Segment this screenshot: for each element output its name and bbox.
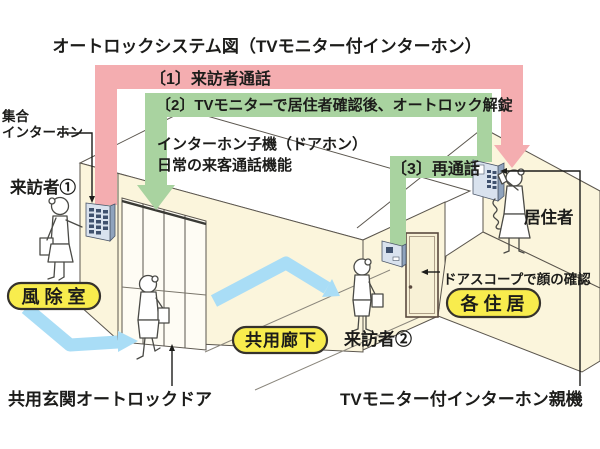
door-scope-label: ドアスコープで顔の確認 — [443, 271, 591, 287]
master-intercom-buttons — [487, 170, 497, 189]
corridor-pill: 共用廊下 — [231, 325, 329, 355]
collective-intercom-device — [85, 202, 116, 242]
residence-label: 各住居 — [460, 293, 530, 314]
residence-pill: 各住居 — [445, 287, 542, 319]
call-path-band — [95, 65, 530, 205]
entrance-door-label: 共用玄関オートロックドア — [8, 389, 212, 409]
collective-intercom-buttons — [89, 208, 108, 235]
resident-figure — [497, 168, 531, 254]
visitor2-figure — [352, 258, 384, 332]
diagram-title: オートロックシステム図（TVモニター付インターホン） — [52, 36, 481, 56]
monitor-screen — [475, 164, 485, 175]
path-arrow-entrance — [21, 303, 138, 352]
corridor-label: 共用廊下 — [245, 330, 317, 350]
door-knob — [408, 285, 413, 289]
collective-intercom-label-line2: インターホン — [2, 125, 83, 140]
autolock-door — [121, 197, 207, 351]
entrance-building — [78, 109, 472, 353]
door-unit-note-line2: 日常の来客通話機能 — [157, 156, 292, 174]
master-unit-label: TVモニター付インターホン親機 — [340, 389, 583, 409]
unlock-path-band — [137, 93, 492, 210]
retalk-path-band — [390, 156, 478, 248]
door-transom — [121, 199, 207, 226]
door-scope-leader — [421, 269, 440, 275]
resident-label: 居住者 — [524, 207, 574, 227]
apartment-door — [405, 232, 439, 318]
windbreak-room-label: 風除室 — [22, 286, 91, 307]
corridor-edge-near — [254, 307, 441, 391]
walking-visitor-figure — [136, 274, 170, 360]
step2-label: 〔2〕TVモニターで居住者確認後、オートロック解錠 — [156, 96, 513, 114]
collective-intercom-label-line1: 集合 — [1, 108, 29, 124]
path-arrow-corridor — [210, 256, 340, 307]
visitor1-figure — [39, 196, 83, 281]
visitor1-label: 来訪者① — [9, 177, 77, 197]
windbreak-room-pill: 風除室 — [6, 281, 102, 311]
visitor2-label: 来訪者② — [343, 329, 412, 349]
unit-backright-wall — [482, 127, 600, 289]
step3-label: 〔3〕再通話 — [391, 159, 480, 178]
door-midrail — [121, 286, 207, 296]
step1-label: 〔1〕来訪者通話 — [150, 69, 271, 88]
handset — [497, 171, 508, 185]
door-unit-note-line1: インターホン子機（ドアホン） — [157, 135, 367, 153]
master-unit-leader — [500, 168, 581, 386]
doorphone-device — [381, 240, 407, 268]
collective-intercom-leader — [58, 132, 95, 203]
entrance-door-leader — [169, 344, 175, 386]
